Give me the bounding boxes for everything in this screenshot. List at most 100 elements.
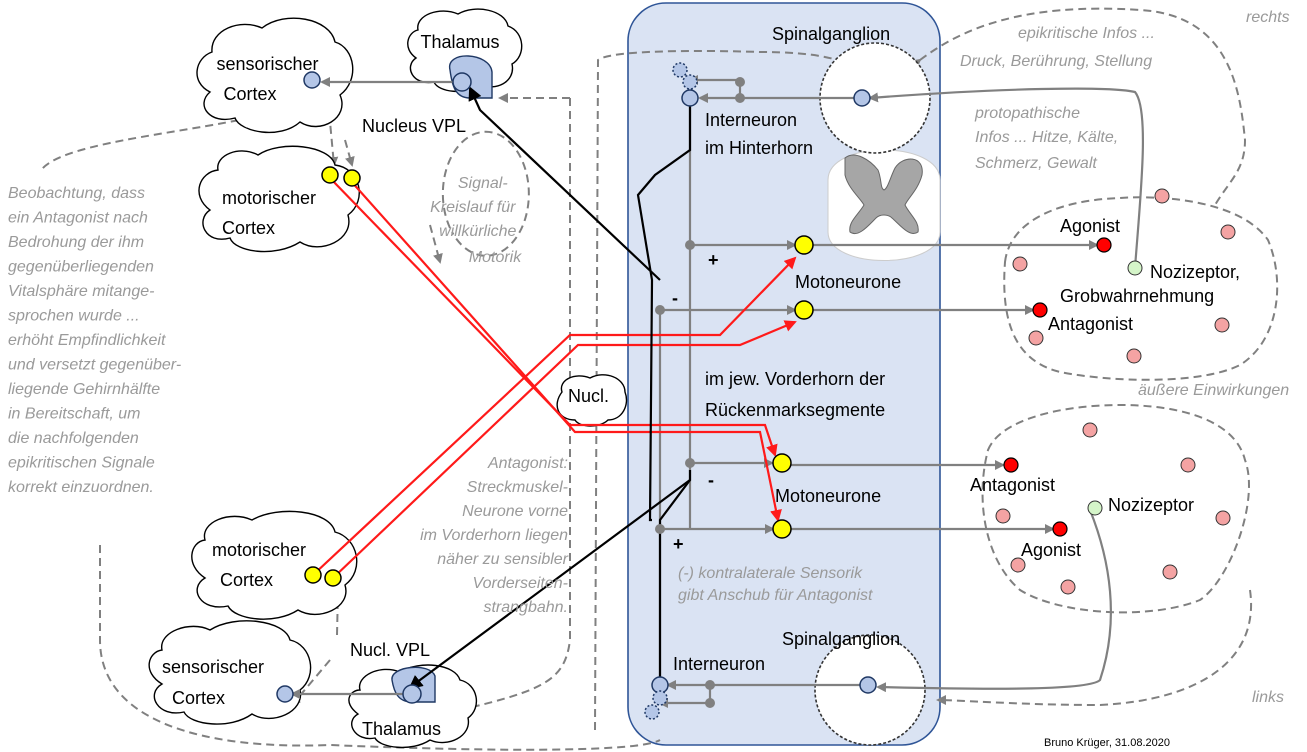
junction-dot xyxy=(735,93,745,103)
nucl-vpl-bottom-label: Nucl. VPL xyxy=(350,640,430,660)
center-spinal-loop-path xyxy=(594,49,846,731)
muscle-fiber xyxy=(1012,256,1028,272)
note-line: und versetzt gegenüber- xyxy=(8,357,181,374)
thalamus-bottom-neuron xyxy=(402,684,422,704)
motor-top-dashed-2 xyxy=(344,139,355,167)
muscle-fiber xyxy=(1215,510,1231,526)
motor-cortex-bottom-cloud xyxy=(191,510,358,620)
plus-bottom-label: + xyxy=(673,534,684,554)
signal-loop-circle xyxy=(441,130,530,257)
epikritisch-note: epikritische Infos ... Druck, Berührung,… xyxy=(960,25,1159,70)
sensory-cortex-top-cloud xyxy=(196,17,354,134)
note-line: Antagonist: xyxy=(487,455,568,472)
junction-dot xyxy=(705,698,715,708)
thalamus-bottom-label: Thalamus xyxy=(362,719,441,739)
rechts-label: rechts xyxy=(1246,9,1290,26)
sensory-cortex-top-label: sensorischer Cortex xyxy=(216,54,323,104)
note-line: Beobachtung, dass xyxy=(8,185,145,202)
sensory-cortex-top-neuron xyxy=(303,71,321,89)
muscle-fiber xyxy=(1028,330,1044,346)
muscle-fiber xyxy=(1060,579,1076,595)
antagonist-top-label: Antagonist xyxy=(1048,314,1133,334)
motor-path-top-1 xyxy=(329,177,778,457)
note-line: sprochen wurde ... xyxy=(8,308,140,325)
sensory-ascending-bottom xyxy=(408,470,692,690)
sensory-cortex-bottom-label: sensorischer Cortex xyxy=(162,657,269,708)
motor-bottom-dashed-2 xyxy=(332,588,343,636)
nozizeptor-top-to-ganglion xyxy=(868,87,1144,269)
minus-bottom-label: - xyxy=(708,470,714,490)
note-line: Vorderseiten- xyxy=(473,575,568,592)
agonist-bottom-muscle xyxy=(1052,521,1068,537)
note-line: in Bereitschaft, um xyxy=(8,406,141,423)
muscle-fiber xyxy=(1214,317,1230,333)
interneuron-bottom-ghost2 xyxy=(644,704,660,720)
antagonist-top-muscle xyxy=(1032,302,1048,318)
note-line: erhöht Empfindlichkeit xyxy=(8,332,166,349)
agonist-bottom-label: Agonist xyxy=(1021,540,1081,560)
muscle-fiber xyxy=(1162,564,1178,580)
motor-path-top-2 xyxy=(349,179,782,522)
thalamus-top-neuron xyxy=(452,72,472,92)
interneuron-top-ghost xyxy=(672,62,688,78)
minus-top-label: - xyxy=(672,288,678,308)
motoneuron-1 xyxy=(794,235,814,255)
links-loop-path xyxy=(936,589,1253,707)
thalamus-top-feedback-path xyxy=(458,98,571,714)
note-line: Bedrohung der ihm xyxy=(8,234,144,251)
motoneurone-top-label: Motoneurone xyxy=(795,272,901,292)
nucl-label: Nucl. xyxy=(568,386,609,406)
junction-dot xyxy=(655,305,665,315)
nozizeptor-top-label: Nozizeptor, Grobwahrnehmung xyxy=(1060,262,1245,306)
junction-dot xyxy=(705,680,715,690)
sensory-path-top xyxy=(636,100,692,522)
motoneuron-4 xyxy=(772,519,792,539)
agonist-top-muscle xyxy=(1096,237,1112,253)
spinalganglion-bottom-neuron xyxy=(859,676,877,694)
plus-top-label: + xyxy=(708,250,719,270)
rechts-loop-path xyxy=(910,7,1247,206)
sensory-cortex-bottom-neuron xyxy=(276,685,294,703)
spinal-cord-cross-section-icon xyxy=(827,149,941,261)
motor-cortex-top-cloud xyxy=(198,145,360,253)
observation-loop-path xyxy=(39,99,301,173)
signal-loop-label: Signal- Kreislauf für willkürliche Motor… xyxy=(430,175,522,266)
motor-cortex-top-neuron-2 xyxy=(343,169,361,187)
note-line: gegenüberliegenden xyxy=(8,259,154,276)
note-line: liegende Gehirnhälfte xyxy=(8,381,160,398)
muscle-fiber xyxy=(1082,422,1098,438)
note-line: epikritischen Signale xyxy=(8,455,155,472)
links-label: links xyxy=(1252,689,1284,706)
left-lower-loop-path xyxy=(99,545,661,751)
note-line: ein Antagonist nach xyxy=(8,210,148,227)
note-line: korrekt einzuordnen. xyxy=(8,479,154,496)
junction-dot xyxy=(685,240,695,250)
note-line: die nachfolgenden xyxy=(8,430,139,447)
motor-path-bottom-2 xyxy=(332,320,797,579)
motor-cortex-top-neuron-1 xyxy=(321,166,339,184)
motor-path-bottom-1 xyxy=(312,256,797,576)
antagonist-bottom-muscle xyxy=(1003,457,1019,473)
spinalganglion-top-neuron xyxy=(853,89,871,107)
interneuron-top-ghost2 xyxy=(682,74,698,90)
signal-loop-arrow xyxy=(429,224,443,264)
nozizeptor-bottom-label: Nozizeptor xyxy=(1108,495,1194,515)
junction-dot xyxy=(685,458,695,468)
motoneurone-bottom-label: Motoneurone xyxy=(775,486,881,506)
muscle-fiber xyxy=(1010,557,1026,573)
credit-label: Bruno Krüger, 31.08.2020 xyxy=(1044,737,1170,749)
motoneuron-3 xyxy=(772,453,792,473)
motor-cortex-bottom-neuron-2 xyxy=(324,569,342,587)
nozizeptor-top-receptor xyxy=(1127,260,1143,276)
nucl-cloud xyxy=(556,374,628,427)
muscle-fiber xyxy=(1154,188,1170,204)
aeussere-label: äußere Einwirkungen xyxy=(1138,382,1289,399)
sensory-cortex-bottom-cloud xyxy=(148,620,312,725)
motor-cortex-bottom-label: motorischer Cortex xyxy=(212,540,311,590)
antagonist-bottom-label: Antagonist xyxy=(970,475,1055,495)
muscle-fiber xyxy=(1126,348,1142,364)
spinalganglion-top-label: Spinalganglion xyxy=(772,24,890,44)
spinalganglion-bottom-label: Spinalganglion xyxy=(782,629,900,649)
